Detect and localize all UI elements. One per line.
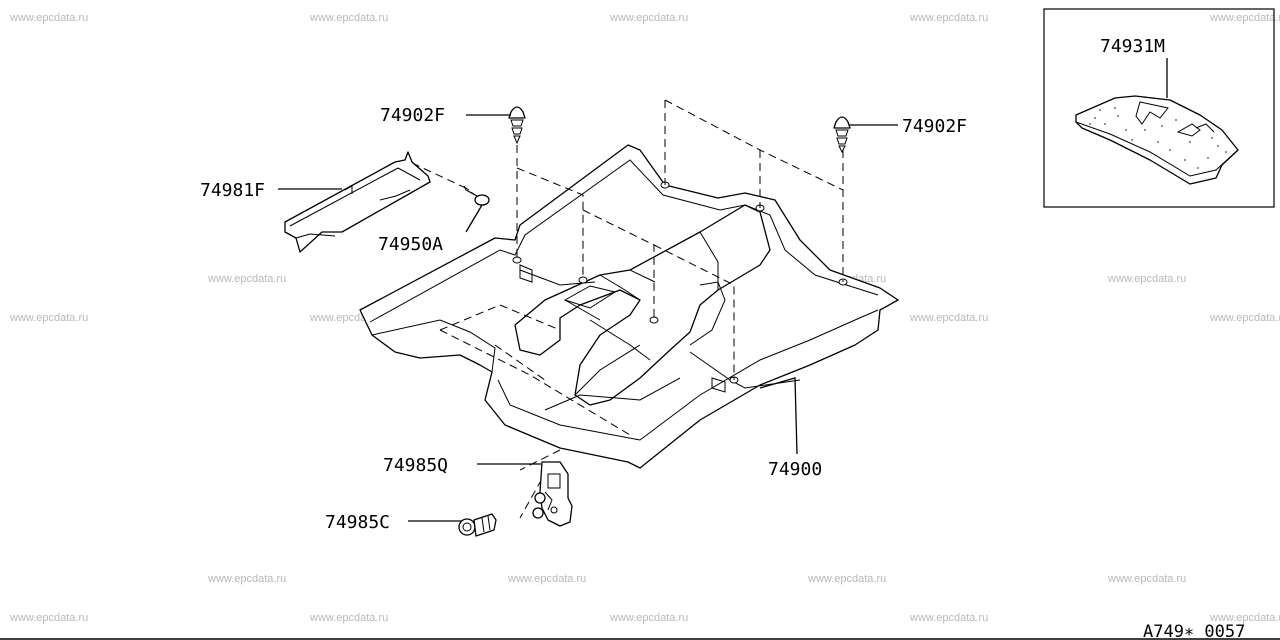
watermark: www.epcdata.ru (1209, 312, 1280, 324)
label-inset: 74931M (1100, 36, 1165, 57)
watermark: www.epcdata.ru (207, 573, 286, 585)
watermark: www.epcdata.ru (309, 12, 388, 24)
watermark: www.epcdata.ru (309, 612, 388, 624)
watermark: www.epcdata.ru (609, 12, 688, 24)
insulator-pad[interactable] (1075, 95, 1239, 185)
watermark: www.epcdata.ru (207, 273, 286, 285)
leader-carpet (759, 377, 798, 455)
watermark: www.epcdata.ru (9, 12, 88, 24)
watermark: www.epcdata.ru (507, 573, 586, 585)
watermark: www.epcdata.ru (1209, 12, 1280, 24)
clip-bottom[interactable] (458, 513, 497, 537)
watermark: www.epcdata.ru (609, 612, 688, 624)
clip-left[interactable] (508, 106, 526, 145)
watermark: www.epcdata.ru (909, 612, 988, 624)
label-bracket: 74985Q (383, 455, 448, 476)
watermark: www.epcdata.ru (909, 312, 988, 324)
watermark: www.epcdata.ru (807, 573, 886, 585)
watermark: www.epcdata.ru (1107, 573, 1186, 585)
label-finisher: 74981F (200, 180, 265, 201)
inset-panel: 74931M (1043, 8, 1275, 208)
label-clip-left: 74902F (380, 105, 445, 126)
watermark: www.epcdata.ru (9, 612, 88, 624)
label-carpet: 74900 (768, 459, 822, 480)
finisher-plate[interactable] (284, 151, 431, 253)
mounting-hole (512, 256, 522, 264)
label-clip-right: 74902F (902, 116, 967, 137)
label-screw: 74950A (378, 234, 443, 255)
mounting-hole (649, 316, 659, 324)
clip-right[interactable] (833, 116, 851, 154)
diagram-code: A749∗ 0057 (1143, 622, 1245, 640)
watermark: www.epcdata.ru (909, 12, 988, 24)
leader-screw (465, 204, 483, 233)
watermark: www.epcdata.ru (9, 312, 88, 324)
bracket[interactable] (532, 461, 573, 527)
watermark: www.epcdata.ru (1107, 273, 1186, 285)
watermark: www.epcdata.ru (1209, 612, 1280, 624)
label-clip-bottom: 74985C (325, 512, 390, 533)
screw[interactable] (463, 185, 490, 206)
floor-carpet[interactable] (359, 99, 899, 519)
